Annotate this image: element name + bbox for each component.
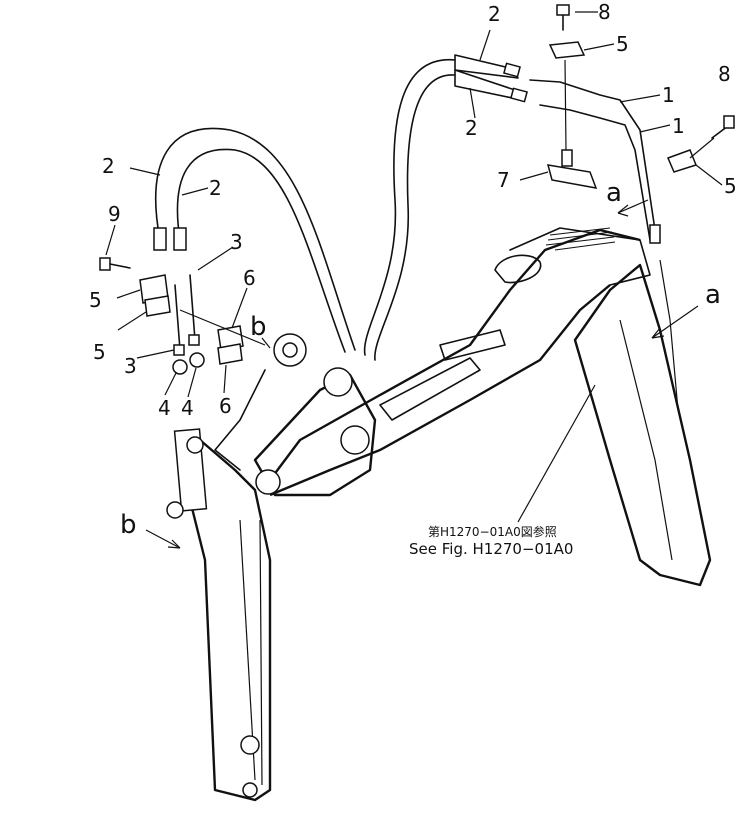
nut-4-a [172, 359, 188, 375]
label-part-2: 2 [102, 154, 115, 178]
clamp-axis-left [179, 309, 266, 346]
reference-note-english: See Fig. H1270−01A0 [409, 540, 574, 558]
clamp-5-right [666, 149, 697, 173]
label-section-a: a [606, 178, 622, 208]
bolt-9-shank [109, 263, 131, 269]
tube-end-fitting [649, 224, 661, 244]
label-part-8: 8 [718, 62, 731, 86]
label-section-b: b [120, 510, 137, 540]
hose-loop-left-outer [155, 127, 356, 351]
label-part-5: 5 [89, 288, 102, 312]
boom-head-hatch [545, 227, 616, 251]
boom-head-block [509, 227, 651, 286]
label-part-5: 5 [616, 32, 629, 56]
left-arm-pin-top [186, 436, 204, 454]
label-part-2: 2 [209, 176, 222, 200]
left-arm [178, 438, 272, 802]
boom-bottom-edge [269, 284, 611, 497]
bolt-axis-right [689, 137, 715, 159]
leader-lines [105, 11, 723, 523]
boom-cylinder [379, 357, 481, 421]
label-part-4: 4 [158, 396, 171, 420]
clamp-6-lower [217, 343, 243, 365]
hose-loop-left-inner [176, 148, 346, 353]
label-part-2: 2 [488, 2, 501, 26]
label-part-9: 9 [108, 202, 121, 226]
fitting-lower [510, 87, 528, 103]
reference-note-japanese: 第H1270−01A0図参照 [428, 525, 557, 539]
hose-end-upper [454, 54, 519, 79]
hose-fitting-left-b [173, 227, 187, 251]
label-part-5: 5 [724, 174, 737, 198]
tube-3-b-end [188, 334, 200, 346]
right-arm [573, 263, 712, 587]
pivot-pin-top-hole [282, 342, 298, 358]
right-arm-line [619, 319, 673, 561]
pivot-link [214, 369, 266, 471]
tube-1-upper [529, 79, 656, 231]
label-part-8: 8 [598, 0, 611, 24]
bolt-8-top-head [556, 4, 570, 16]
label-part-3: 3 [124, 354, 137, 378]
clamp-5-top [548, 41, 586, 59]
tube-3-a [174, 284, 181, 351]
label-part-2: 2 [465, 116, 478, 140]
hose-fitting-left-a [153, 227, 167, 251]
right-hose-clip [659, 259, 679, 411]
hose-loop-inner [374, 74, 456, 361]
clamp-5-left-lower [144, 295, 171, 317]
label-part-7: 7 [497, 168, 510, 192]
bolt-8-right-head [723, 115, 735, 129]
pivot-pin-left [255, 469, 281, 495]
left-arm-pin-bottom [240, 735, 260, 755]
boom-cap [494, 254, 542, 284]
label-part-6: 6 [219, 394, 232, 418]
label-part-1: 1 [672, 114, 685, 138]
cylinder-rod [439, 329, 506, 361]
label-part-3: 3 [230, 230, 243, 254]
tube-3-a-end [173, 344, 185, 356]
nut-4-b [189, 352, 205, 368]
bolt-9-head [99, 257, 111, 271]
section-arrows [145, 199, 699, 549]
fitting-upper [503, 62, 521, 78]
left-arm-hose [259, 519, 263, 786]
label-part-5: 5 [93, 340, 106, 364]
bracket-7 [546, 164, 598, 189]
left-arm-pin-low [166, 501, 184, 519]
label-section-a: a [705, 280, 721, 310]
label-part-4: 4 [181, 396, 194, 420]
bolt-axis-top [564, 59, 567, 151]
label-part-1: 1 [662, 83, 675, 107]
pivot-pin-low [340, 425, 370, 455]
label-part-6: 6 [243, 266, 256, 290]
label-section-b: b [250, 312, 267, 342]
left-arm-tip [242, 782, 258, 798]
boom-top-edge [269, 228, 641, 481]
hose-loop-outer [363, 59, 456, 356]
tube-3-b [189, 274, 196, 341]
bracket-7-post [561, 149, 573, 167]
pivot-pin-mid [323, 367, 353, 397]
